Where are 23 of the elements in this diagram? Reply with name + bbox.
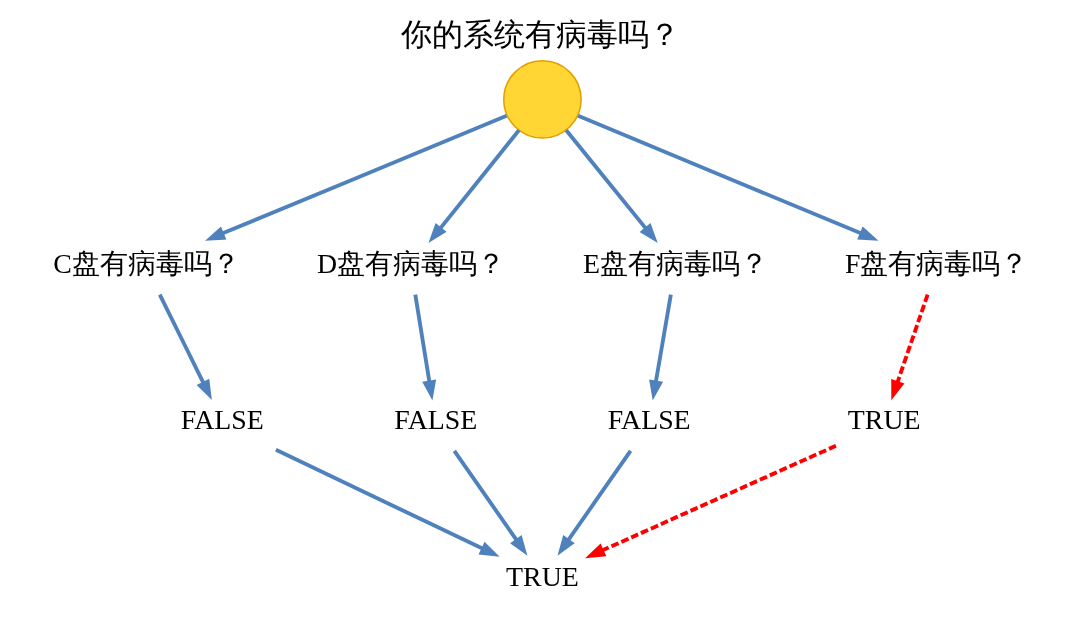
node-text: FALSE — [393, 404, 477, 436]
node-text: C盘有病毒吗？ — [52, 248, 240, 280]
node-text: FALSE — [607, 404, 691, 436]
arrow — [157, 293, 212, 400]
arrow — [564, 129, 658, 244]
node-circle — [502, 60, 582, 139]
arrow — [412, 294, 436, 401]
node-text: F盘有病毒吗？ — [844, 248, 1028, 280]
arrow — [274, 448, 500, 557]
arrow — [648, 294, 673, 401]
node-text: TRUE — [505, 560, 579, 592]
arrow — [576, 114, 879, 241]
arrow — [556, 449, 632, 556]
arrow — [204, 114, 507, 241]
arrow — [427, 129, 520, 244]
diagram-title: 你的系统有病毒吗？ — [400, 17, 680, 53]
arrow — [584, 444, 837, 559]
node-text: TRUE — [847, 404, 921, 436]
node-text: FALSE — [180, 404, 264, 436]
arrow — [890, 294, 929, 401]
node-text: D盘有病毒吗？ — [316, 248, 505, 280]
arrow — [452, 449, 527, 556]
node-text: E盘有病毒吗？ — [582, 248, 768, 280]
